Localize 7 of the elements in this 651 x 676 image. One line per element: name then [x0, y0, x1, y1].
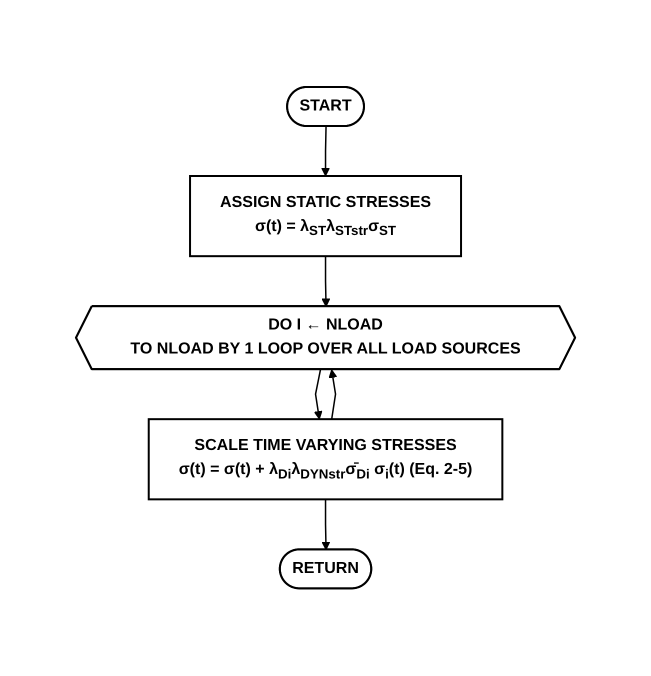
arrow	[314, 370, 322, 420]
node-box: ASSIGN STATIC STRESSES σ(t) = λ$_{ST}$λ$_{STstr}$σ$_{ST}$	[189, 175, 462, 258]
node-box: SCALE TIME VARYING STRESSES σ(t) = σ(t) + λ$_{Di}$λ$_{DYNstr}$σ̄$_{Di}$ σ$_{i}$(t) (Eq. 2-5)	[148, 418, 504, 501]
arrow	[328, 370, 338, 420]
arrow	[321, 126, 330, 177]
arrow	[321, 500, 330, 551]
arrow	[321, 256, 330, 308]
